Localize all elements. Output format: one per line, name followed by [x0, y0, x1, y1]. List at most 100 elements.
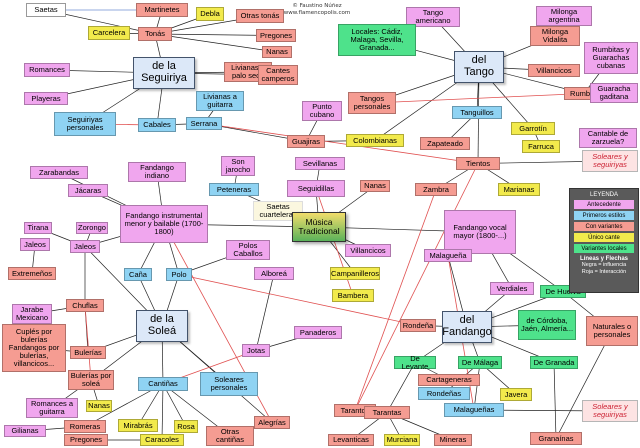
legend-item-primeros-estilos: Primeros estilos: [574, 211, 634, 220]
node-tarantas: Tarantas: [364, 406, 410, 419]
node-de-cordoba: de Córdoba, Jaén, Almería...: [518, 310, 576, 340]
node-verdiales: Verdiales: [490, 282, 534, 295]
node-guaracha-gaditana: Guaracha gaditana: [590, 83, 638, 103]
node-de-la-seguiriya: de la Seguiriya: [133, 57, 195, 89]
legend-item-unico-cante: Único cante: [574, 233, 634, 242]
node-farruca: Farruca: [522, 140, 560, 153]
node-jotas: Jotas: [242, 344, 270, 357]
node-de-malaga: De Málaga: [458, 356, 502, 369]
node-tanguillos: Tanguillos: [452, 106, 502, 119]
edge-tonas-to-pregones-top: [154, 33, 277, 36]
node-naturales: Naturales o personales: [586, 316, 638, 346]
node-grananinas: Granaínas: [530, 432, 582, 445]
legend-line-black: Negra = influencia: [581, 262, 627, 268]
node-debla: Debla: [196, 7, 224, 21]
node-cantable-zarzuela: Cantable de zarzuela?: [579, 128, 637, 148]
node-malaguena-upper: Malagueña: [424, 249, 472, 262]
node-seguidillas: Seguidillas: [287, 180, 345, 197]
edge-naturales-to-grananinas: [555, 330, 613, 439]
node-sevillanas: Sevillanas: [295, 157, 345, 170]
node-nanas-bottom: Nanas: [86, 400, 112, 412]
node-cartageneras: Cartageneras: [418, 374, 480, 386]
legend: LEYENDA Antecedente Primeros estilos Con…: [569, 188, 639, 293]
node-cuples: Cuplés por bulerías Fandangos por bulerí…: [2, 324, 66, 372]
copyright-line-2: www.flamencopolis.com: [283, 9, 351, 16]
node-jaleos2: Jaleos: [70, 240, 100, 253]
node-cantinas: Cantiñas: [138, 377, 188, 391]
node-serrana: Serrana: [186, 117, 222, 130]
node-zorongo: Zorongo: [76, 222, 108, 234]
node-cana: Caña: [124, 268, 152, 281]
node-gilianas: Gilianas: [4, 425, 46, 437]
copyright-line-1: © Faustino Núñez: [292, 3, 342, 9]
node-de-la-solea: de la Soleá: [136, 310, 188, 342]
copyright: © Faustino Núñez www.flamencopolis.com: [262, 3, 372, 16]
edge-cantinas-to-romeras: [84, 383, 164, 427]
node-tango-americano: Tango americano: [406, 7, 460, 27]
node-del-fandango: del Fandango: [442, 311, 492, 343]
legend-title: LEYENDA: [589, 192, 618, 198]
node-levanticas: Levanticas: [328, 434, 374, 446]
node-marianas: Marianas: [498, 183, 540, 196]
node-saetas: Saetas: [26, 3, 66, 17]
node-villancicos-mid: Villancicos: [345, 244, 391, 257]
node-zapateado: Zapateado: [420, 137, 470, 150]
node-alborea: Alboreá: [254, 267, 294, 280]
node-tonas: Tonás: [138, 27, 172, 41]
node-seguiriyas-personales: Seguiriyas personales: [54, 112, 116, 136]
node-cantes-camperos: Cantes camperos: [258, 65, 298, 85]
node-malaguenas: Malagueñas: [444, 403, 504, 417]
node-nanas-mid: Nanas: [360, 180, 390, 192]
edge-de-malaga-to-malaguenas: [473, 362, 481, 411]
node-otras-cantinas: Otras cantiñas: [206, 426, 254, 446]
node-mineras: Mineras: [434, 434, 472, 446]
node-polo: Polo: [166, 268, 192, 281]
node-cabales: Cabales: [138, 118, 176, 132]
node-soleares-personales: Soleares personales: [200, 372, 258, 396]
edge-cantinas-to-caracoles: [161, 383, 164, 441]
edge-cantinas-to-rosa: [162, 383, 187, 427]
node-jaleos1: Jaleos: [20, 238, 50, 251]
node-playeras: Playeras: [24, 92, 68, 105]
node-rosa: Rosa: [174, 420, 198, 433]
node-tientos: Tientos: [456, 157, 500, 170]
node-de-granada: De Granada: [530, 356, 578, 369]
node-panaderos: Panaderos: [294, 326, 342, 339]
node-garrotin: Garrotín: [511, 122, 555, 135]
node-jacaras: Jácaras: [68, 184, 108, 197]
edge-de-granada-to-grananinas: [553, 362, 557, 439]
node-murciana: Murciana: [384, 434, 420, 446]
node-bambera: Bambera: [332, 289, 374, 302]
node-soleares-seguiriyas-bottom: Soleares y seguiriyas: [582, 400, 638, 422]
node-fandango-instrumental: Fandango instrumental menor y bailable (…: [120, 205, 208, 243]
node-de-levante: De Levante: [394, 354, 436, 370]
node-chuflas: Chuflas: [66, 299, 104, 312]
legend-item-variantes-locales: Variantes locales: [574, 244, 634, 253]
node-jarabe-mexicano: Jarabe Mexicano: [12, 304, 52, 324]
node-rumbitas: Rumbitas y Guarachas cubanas: [584, 42, 638, 74]
node-romances: Romances: [24, 63, 70, 77]
edge-de-levante-to-tarantas: [386, 362, 416, 413]
node-livianas-guitarra: Livianas a guitarra: [196, 91, 244, 111]
node-milonga-vidalita: Milonga Vidalita: [530, 26, 580, 46]
node-rondenas: Rondeñas: [418, 387, 470, 400]
node-martinetes: Martinetes: [136, 3, 188, 17]
node-fandango-indiano: Fandango indiano: [128, 162, 186, 182]
node-guajiras: Guajiras: [287, 135, 325, 148]
edge-tangos-personales-to-rumbas: [371, 93, 585, 104]
node-pregones-top: Pregones: [256, 29, 296, 42]
node-zarabandas: Zarabandas: [30, 166, 88, 179]
node-campanilleros: Campanilleros: [330, 267, 380, 280]
node-romances-guitarra: Romances a guitarra: [26, 398, 78, 418]
node-colombianas: Colombianas: [346, 134, 404, 147]
edge-zambra-to-tarantos: [354, 189, 437, 411]
node-polos-caballos: Polos Caballos: [226, 240, 270, 260]
node-extremenos: Extremeños: [8, 267, 56, 280]
node-del-tango: del Tango: [454, 51, 504, 83]
node-caracoles: Caracoles: [140, 434, 184, 446]
node-villancicos-top: Villancicos: [528, 64, 580, 77]
node-tangos-personales: Tangos personales: [348, 92, 396, 114]
node-bulerias: Bulerías: [70, 346, 106, 359]
node-saetas-cuarteleras: Saetas cuarteleras: [253, 201, 303, 221]
